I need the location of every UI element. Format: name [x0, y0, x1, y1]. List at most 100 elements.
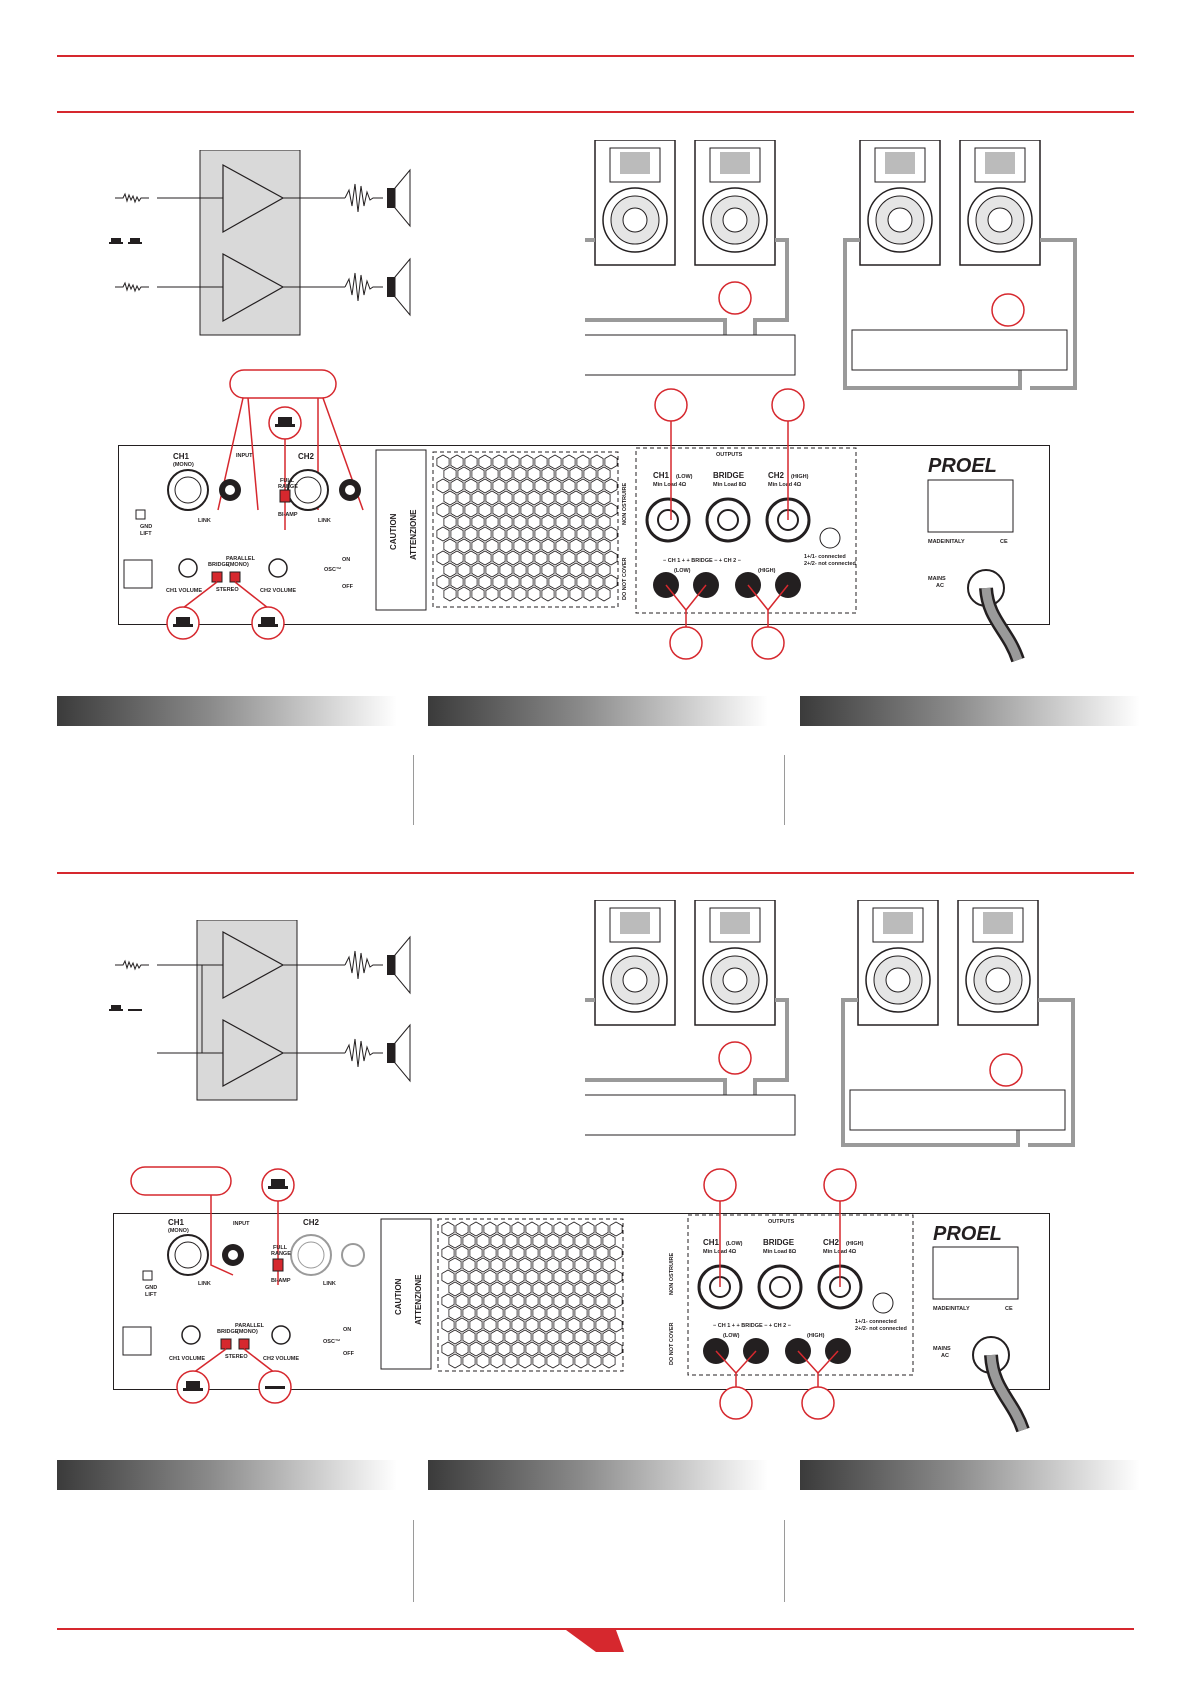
vent-hole — [443, 562, 457, 578]
ch1-volume-knob — [181, 1325, 201, 1345]
svg-text:OUTPUTS: OUTPUTS — [716, 452, 743, 458]
svg-text:1+/1- connected: 1+/1- connected — [855, 1319, 897, 1325]
speakon-pin-diagram — [872, 1292, 894, 1314]
vent-hole — [574, 1353, 588, 1369]
switch-state-icon — [109, 238, 142, 244]
gnd-lift-switch — [142, 1270, 153, 1281]
vent-hole — [609, 1269, 623, 1285]
vent-hole — [553, 1269, 567, 1285]
mini-amp-panel — [849, 1089, 1066, 1131]
svg-text:NON OSTRUIRE: NON OSTRUIRE — [622, 483, 628, 526]
vent-hole — [546, 1329, 560, 1345]
mini-amp-panel — [585, 1094, 796, 1136]
svg-text:Min Load 4Ω: Min Load 4Ω — [768, 482, 802, 488]
vent-hole — [492, 454, 506, 470]
vent-hole — [485, 490, 499, 506]
vent-hole — [590, 574, 604, 590]
svg-text:AC: AC — [936, 583, 944, 589]
speaker-cabinet — [694, 140, 776, 266]
ch2-volume-knob — [271, 1325, 291, 1345]
vent-hole — [457, 586, 471, 602]
vent-hole — [450, 478, 464, 494]
svg-text:AC: AC — [941, 1353, 949, 1359]
vent-hole — [590, 502, 604, 518]
vent-hole — [562, 478, 576, 494]
svg-text:BRIDGE: BRIDGE — [713, 471, 745, 480]
svg-text:GND: GND — [145, 1285, 157, 1291]
svg-text:MAINS: MAINS — [933, 1346, 951, 1352]
vent-hole — [609, 1341, 623, 1357]
terminal-callout-circle — [719, 1386, 753, 1420]
brand-logo: PROEL — [928, 455, 997, 477]
vent-hole — [546, 1257, 560, 1273]
vent-hole — [511, 1341, 525, 1357]
vent-hole — [534, 526, 548, 542]
vent-hole — [490, 1305, 504, 1321]
svg-text:CH1: CH1 — [168, 1218, 185, 1227]
vent-hole — [532, 1257, 546, 1273]
vent-hole — [490, 1257, 504, 1273]
vent-hole — [541, 538, 555, 554]
svg-text:MAINS: MAINS — [928, 576, 946, 582]
vent-hole — [511, 1317, 525, 1333]
vent-hole — [574, 1305, 588, 1321]
vent-hole — [532, 1329, 546, 1345]
vent-hole — [492, 574, 506, 590]
vent-hole — [581, 1293, 595, 1309]
vent-hole — [511, 1245, 525, 1261]
vent-hole — [450, 574, 464, 590]
speaker-driver-icon — [387, 257, 411, 317]
speaker-cabinet — [594, 900, 676, 1026]
section-heading-bar — [57, 1460, 397, 1490]
svg-text:(MONO): (MONO) — [168, 1228, 189, 1234]
vent-hole — [485, 514, 499, 530]
vent-hole — [588, 1233, 602, 1249]
callout-circle — [718, 281, 752, 315]
svg-text:BRIDGE: BRIDGE — [217, 1329, 239, 1335]
vent-hole — [499, 466, 513, 482]
fullrange-biamp-switch — [279, 489, 291, 503]
svg-text:OSC™: OSC™ — [324, 567, 341, 573]
callout-circle — [991, 293, 1025, 327]
vent-hole — [457, 538, 471, 554]
speaker-cabinet — [959, 140, 1041, 266]
speaker-cabinet — [594, 140, 676, 266]
output-waveform-icon — [344, 272, 383, 302]
vent-hole — [497, 1317, 511, 1333]
vent-hole — [471, 490, 485, 506]
svg-text:(HIGH): (HIGH) — [758, 568, 776, 574]
vent-hole — [478, 454, 492, 470]
section-heading-bar — [800, 696, 1140, 726]
vent-hole — [476, 1257, 490, 1273]
speaker-cabinet — [694, 900, 776, 1026]
vent-hole — [469, 1317, 483, 1333]
vent-hole — [462, 1257, 476, 1273]
section-heading-bar — [428, 1460, 768, 1490]
vent-hole — [569, 538, 583, 554]
svg-text:CH2 VOLUME: CH2 VOLUME — [260, 588, 296, 594]
vent-hole — [448, 1329, 462, 1345]
vent-hole — [485, 562, 499, 578]
svg-text:LIFT: LIFT — [140, 531, 152, 537]
link-callout-box — [130, 1166, 232, 1196]
vent-hole — [476, 1329, 490, 1345]
vent-hole — [590, 550, 604, 566]
vent-hole — [464, 478, 478, 494]
vent-hole — [462, 1353, 476, 1369]
vent-hole — [504, 1233, 518, 1249]
vent-hole — [581, 1317, 595, 1333]
svg-text:(LOW): (LOW) — [723, 1333, 740, 1339]
vent-hole — [576, 574, 590, 590]
vent-hole — [504, 1281, 518, 1297]
vent-hole — [595, 1245, 609, 1261]
mini-amp-panel — [851, 329, 1068, 371]
svg-text:(MONO): (MONO) — [228, 562, 249, 568]
svg-text:RANGE: RANGE — [278, 484, 298, 490]
vent-hole — [471, 586, 485, 602]
vent-hole — [553, 1317, 567, 1333]
vent-hole — [569, 490, 583, 506]
svg-text:LINK: LINK — [318, 518, 331, 524]
vent-hole — [527, 562, 541, 578]
vent-hole — [562, 550, 576, 566]
vent-hole — [560, 1233, 574, 1249]
